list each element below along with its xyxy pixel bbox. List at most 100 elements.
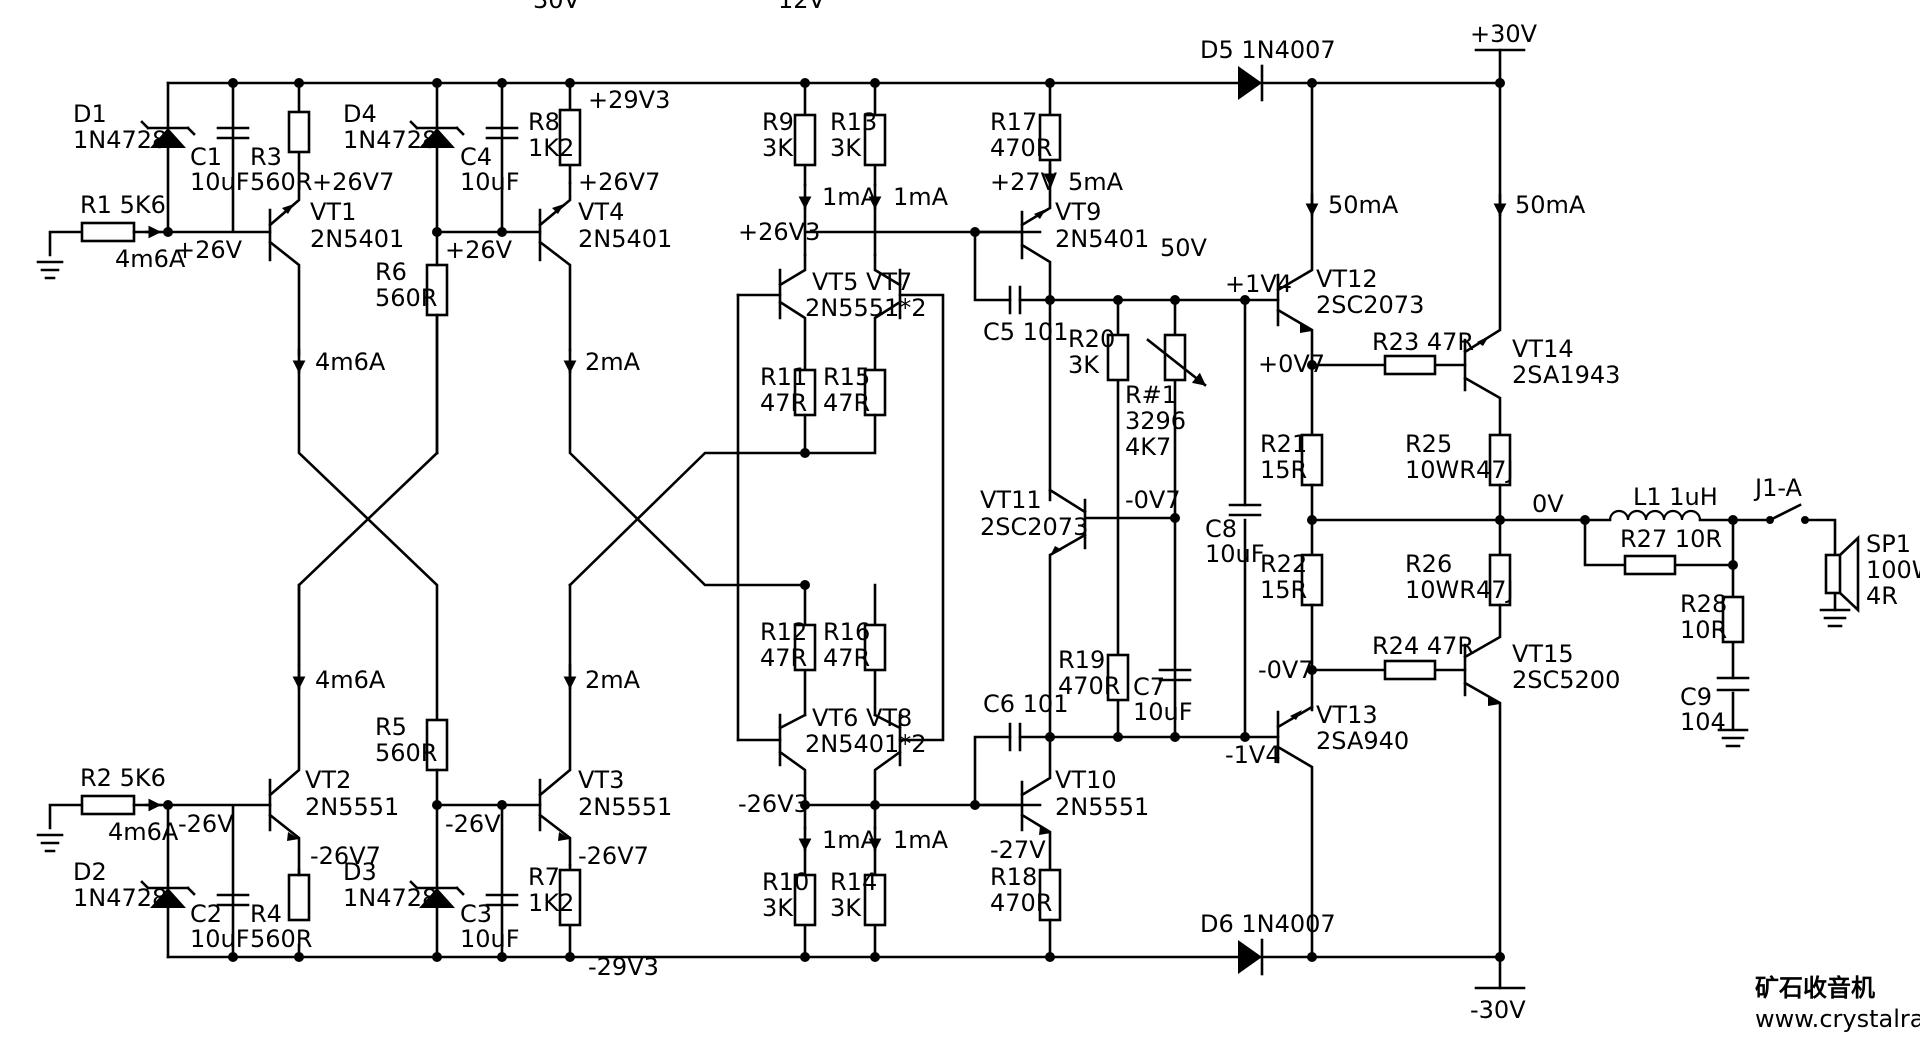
- j1-label: J1-A: [1753, 474, 1802, 502]
- diode-d6: [1238, 938, 1264, 976]
- vt1-part: 2N5401: [310, 225, 404, 253]
- r23-label: R23 47R: [1372, 328, 1474, 356]
- r11-value: 47R: [760, 389, 807, 417]
- r3-ref: R3: [250, 143, 282, 171]
- c4-value: 10uF: [460, 168, 520, 196]
- node-n0v7-mid: -0V7: [1125, 486, 1181, 514]
- vt5-vt7-ref: VT5 VT7: [812, 268, 912, 296]
- d4-ref: D4: [343, 100, 377, 128]
- vt3-ref: VT3: [578, 766, 624, 794]
- cap-c7: [1158, 668, 1192, 682]
- resistor-r14: [863, 873, 887, 927]
- r5-value: 560R: [375, 739, 437, 767]
- d6-label: D6 1N4007: [1200, 910, 1336, 938]
- r10-ref: R10: [762, 868, 809, 896]
- r17-value: 470R: [990, 134, 1052, 162]
- node-p26v7-a: +26V7: [312, 168, 394, 196]
- vt10-ref: VT10: [1055, 766, 1117, 794]
- transistor-vt11: [1048, 488, 1177, 739]
- zener-d1: [140, 120, 196, 148]
- resistor-r12: [793, 623, 817, 672]
- i-r14: 1mA: [893, 826, 949, 854]
- r6-ref: R6: [375, 258, 407, 286]
- r17-ref: R17: [990, 108, 1037, 136]
- c8-ref: C8: [1205, 515, 1237, 543]
- r14-value: 3K: [830, 894, 862, 922]
- r26-value: 10WR47J: [1405, 576, 1514, 604]
- node-n26v3: -26V3: [738, 790, 809, 818]
- c8-value: 10uF: [1205, 540, 1265, 568]
- vt9-ref: VT9: [1055, 198, 1101, 226]
- i-r1: 4m6A: [115, 245, 186, 273]
- i-r2: 4m6A: [108, 818, 179, 846]
- vt9-part: 2N5401: [1055, 225, 1149, 253]
- c9-ref: C9: [1680, 683, 1712, 711]
- transistor-vt3: [538, 583, 572, 867]
- r2-label: R2 5K6: [80, 764, 166, 792]
- resistor-r4: [287, 873, 311, 922]
- sp1-power: 100W: [1866, 556, 1920, 584]
- node-p26v7-b: +26V7: [578, 168, 660, 196]
- resistor-r16: [863, 623, 887, 672]
- vt5-vt7-part: 2N5551*2: [805, 294, 927, 322]
- resistor-r28: [1721, 595, 1745, 644]
- header-partial-1: 30V: [533, 0, 581, 14]
- pos-supply-label: +30V: [1470, 20, 1538, 48]
- resistor-r9: [793, 113, 817, 167]
- d3-ref: D3: [343, 858, 377, 886]
- d2-value: 1N4728: [73, 884, 167, 912]
- c2-ref: C2: [190, 900, 222, 928]
- r19-ref: R19: [1058, 646, 1105, 674]
- speaker-sp1: [1824, 534, 1860, 614]
- transistor-vt4: [538, 181, 572, 352]
- r7-value: 1K2: [528, 889, 574, 917]
- l1-label: L1 1uH: [1633, 483, 1718, 511]
- r18-value: 470R: [990, 889, 1052, 917]
- transistors-vt6-vt8: [736, 713, 902, 807]
- r9-value: 3K: [762, 134, 794, 162]
- resistor-r1: [80, 221, 136, 243]
- r27-label: R27 10R: [1620, 525, 1722, 553]
- watermark: 矿石收音机 www.crystalradio.cn: [1755, 974, 1920, 1033]
- r6-value: 560R: [375, 284, 437, 312]
- cap-c6: [1008, 722, 1022, 752]
- zener-d2: [140, 880, 196, 908]
- c4-ref: C4: [460, 143, 492, 171]
- i-vt1: 4m6A: [315, 348, 386, 376]
- node-n26v-b: -26V: [445, 810, 501, 838]
- positive-rail: [166, 48, 1526, 85]
- c2-value: 10uF: [190, 925, 250, 953]
- cap-c5: [1008, 285, 1022, 315]
- vt12-part: 2SC2073: [1316, 291, 1424, 319]
- sp1-impedance: 4R: [1866, 582, 1898, 610]
- node-n1v4: -1V4: [1225, 741, 1281, 769]
- vt10-part: 2N5551: [1055, 793, 1149, 821]
- r21-value: 15R: [1260, 456, 1307, 484]
- cap-c2: [216, 893, 250, 907]
- node-50v: 50V: [1160, 234, 1208, 262]
- r24-label: R24 47R: [1372, 632, 1474, 660]
- r25-ref: R25: [1405, 430, 1452, 458]
- i-r17: 5mA: [1068, 168, 1124, 196]
- c3-ref: C3: [460, 900, 492, 928]
- header-partial-2: 12V: [778, 0, 826, 14]
- c6-label: C6 101: [983, 690, 1068, 718]
- node-p29v3: +29V3: [588, 86, 670, 114]
- vt11-part: 2SC2073: [980, 513, 1088, 541]
- node-n0v7: -0V7: [1258, 656, 1314, 684]
- r22-value: 15R: [1260, 576, 1307, 604]
- node-n26v7-b: -26V7: [578, 842, 649, 870]
- r28-value: 10R: [1680, 616, 1727, 644]
- i-vt12: 50mA: [1328, 191, 1399, 219]
- node-n26v7-a: -26V7: [310, 842, 381, 870]
- r4-value: 560R: [250, 925, 312, 953]
- resistor-r2: [80, 794, 136, 816]
- node-p27v: +27V: [990, 168, 1058, 196]
- vt4-ref: VT4: [578, 198, 624, 226]
- watermark-brand: 矿石收音机: [1755, 974, 1875, 1002]
- vt14-part: 2SA1943: [1512, 361, 1620, 389]
- vt3-part: 2N5551: [578, 793, 672, 821]
- transistors-vt5-vt7: [736, 253, 945, 742]
- vt13-ref: VT13: [1316, 701, 1378, 729]
- resistor-r17: [1038, 113, 1062, 162]
